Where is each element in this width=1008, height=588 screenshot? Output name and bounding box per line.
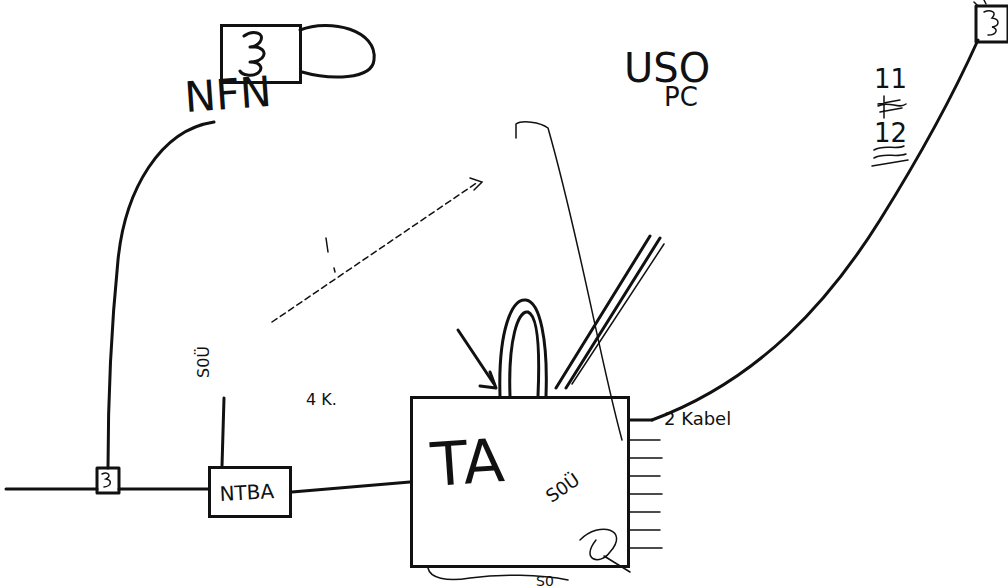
port-stub xyxy=(630,419,652,422)
sketch-label: S0 xyxy=(536,574,554,588)
line-to-ntba xyxy=(119,488,208,491)
node-name: NTBA xyxy=(219,481,275,504)
sketch-label: PC xyxy=(664,84,698,110)
ringer-symbol xyxy=(240,33,264,76)
connector-line xyxy=(292,482,410,492)
pc-cable xyxy=(556,236,650,388)
node-name: TA xyxy=(429,430,506,495)
leader-line xyxy=(516,122,622,440)
socket-box xyxy=(97,468,119,493)
phone-cable xyxy=(108,122,214,468)
connector-label: 4 K. xyxy=(306,392,337,408)
line-in xyxy=(6,488,97,491)
port-ticks xyxy=(630,440,662,548)
sketch-label: S0Ü xyxy=(196,346,212,378)
sketch-arrowhead xyxy=(470,178,482,190)
crossed-out xyxy=(878,96,906,118)
phone-box xyxy=(976,6,1008,42)
sketch-label: 2 Kabel xyxy=(664,410,731,428)
sketch-stroke xyxy=(272,182,478,322)
crossed-out xyxy=(872,146,908,166)
ntba-stub xyxy=(222,398,224,466)
sketch-lines xyxy=(6,0,1008,580)
phone-cable xyxy=(652,40,978,420)
connector-layer xyxy=(292,482,410,492)
handset-cord xyxy=(300,25,374,77)
sketch-label: 12 xyxy=(874,120,907,146)
pc-cable xyxy=(572,244,664,384)
ringer-symbol xyxy=(984,11,998,35)
sketch-dots xyxy=(974,0,986,6)
sketch-dots xyxy=(326,238,335,272)
node-name: NFN xyxy=(183,71,273,119)
arrow-stroke xyxy=(458,330,494,384)
cable-loop xyxy=(510,312,539,396)
cable-loop xyxy=(500,300,546,396)
sketch-label: 11 xyxy=(874,66,907,92)
pc-cable xyxy=(566,238,660,388)
sketch-label: USO xyxy=(624,48,710,88)
node-note: S0Ü xyxy=(543,470,583,505)
ntba-box: NTBA xyxy=(208,466,292,518)
terminal-adapter-box: TA S0Ü xyxy=(410,396,630,568)
arrow-stroke xyxy=(480,372,496,388)
phone-box: NFN xyxy=(220,24,302,84)
socket-symbol xyxy=(102,473,110,487)
